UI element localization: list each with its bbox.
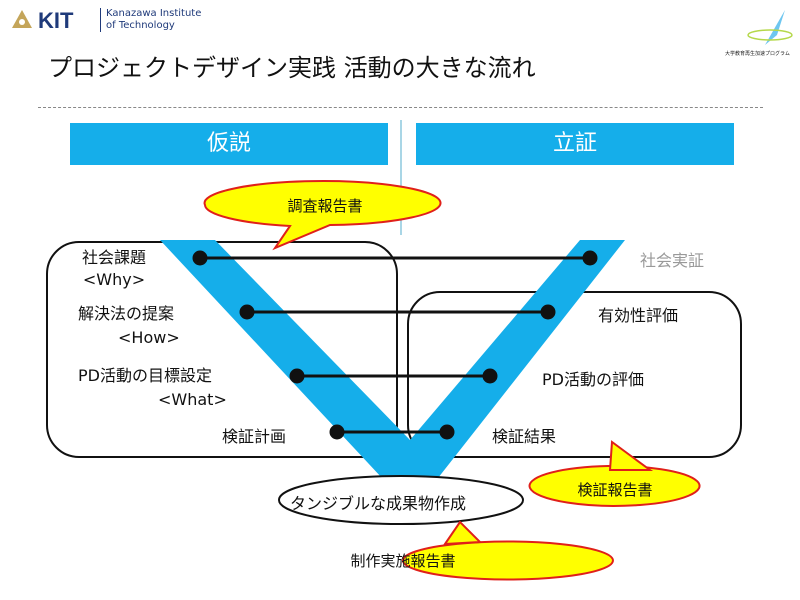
- label-solution-text: 解決法の提案: [78, 304, 175, 323]
- band-verification: 立証: [416, 123, 734, 165]
- label-what: <What>: [158, 390, 227, 409]
- callout-production-report: 制作実施報告書: [350, 552, 456, 570]
- connectors: [192, 250, 598, 440]
- label-verification-plan: 検証計画: [222, 427, 287, 446]
- logo-line1: Kanazawa Institute: [106, 8, 202, 19]
- callout-shapes: [203, 180, 701, 581]
- callout-survey-report: 調査報告書: [287, 197, 363, 215]
- callout-verification-report: 検証報告書: [577, 481, 653, 499]
- label-tangible: タンジブルな成果物作成: [290, 494, 467, 513]
- program-logo-icon: [747, 10, 793, 45]
- kit-logo: [10, 8, 34, 32]
- label-effectiveness: 有効性評価: [598, 306, 679, 325]
- label-social-issue-text: 社会課題: [81, 248, 146, 267]
- band-hypothesis: 仮説: [70, 123, 388, 165]
- label-goal-text: PD活動の目標設定: [78, 366, 212, 385]
- label-pd-evaluation: PD活動の評価: [542, 370, 644, 389]
- v-shape: [160, 240, 625, 478]
- logo-mark: KIT: [38, 8, 74, 33]
- label-goal: PD活動の目標設定 <What>: [78, 364, 227, 412]
- label-how: <How>: [118, 328, 180, 347]
- label-why: <Why>: [82, 270, 146, 289]
- label-social-proof: 社会実証: [640, 251, 705, 270]
- left-box: [46, 241, 398, 458]
- label-social-issue: 社会課題 <Why>: [70, 247, 158, 291]
- bottom-ellipse: [278, 475, 524, 525]
- kit-emblem-icon: [12, 10, 32, 28]
- logo-line2: of Technology: [106, 20, 175, 31]
- page-title: プロジェクトデザイン実践 活動の大きな流れ: [48, 54, 536, 82]
- divider: [38, 107, 763, 108]
- label-solution: 解決法の提案 <How>: [78, 302, 180, 350]
- label-verification-result: 検証結果: [492, 427, 557, 446]
- program-name: 大学教育再生加速プログラム: [725, 51, 790, 57]
